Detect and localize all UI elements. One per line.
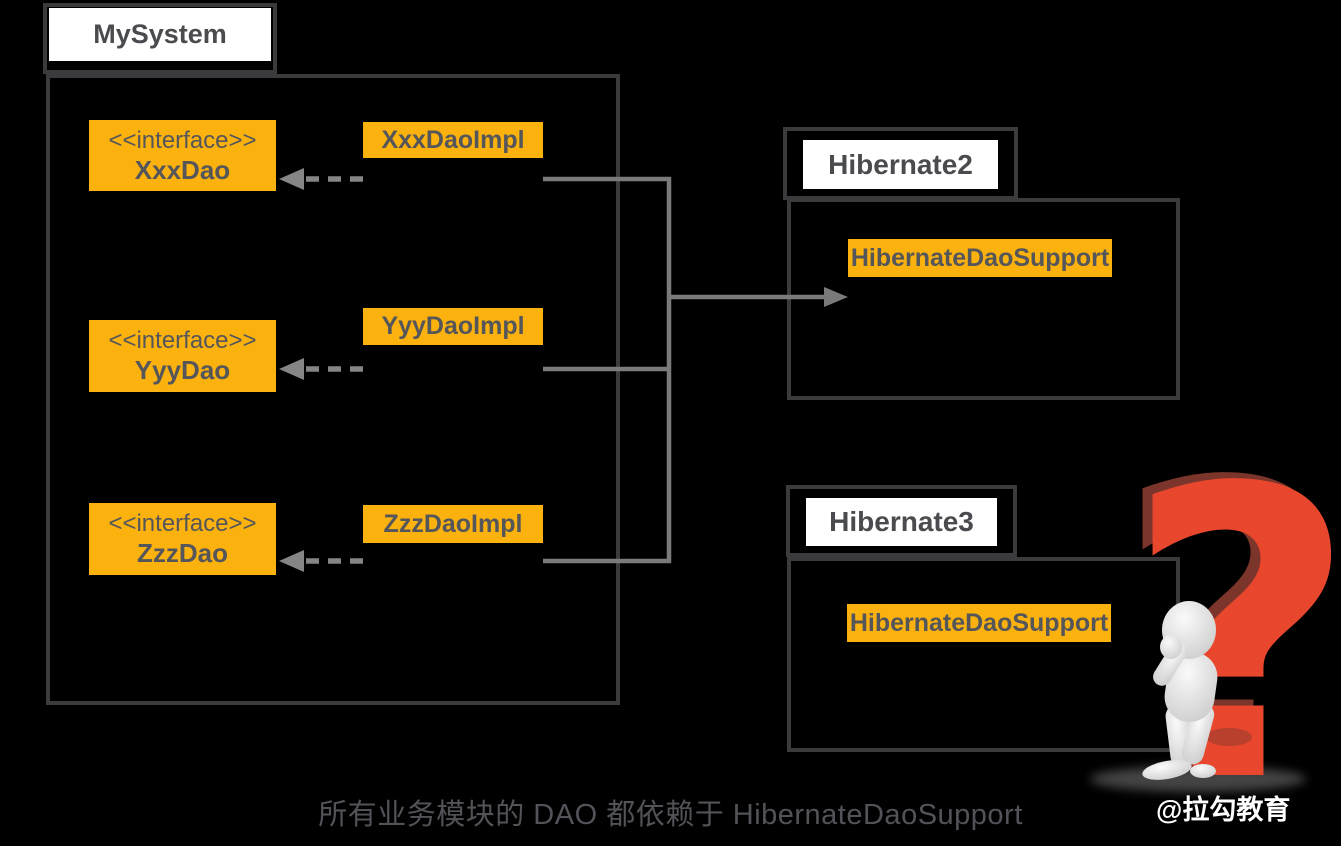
arrowhead-left-icon — [279, 550, 304, 572]
stereotype-label: <<interface>> — [108, 510, 257, 537]
arrowhead-left-icon — [279, 358, 304, 380]
question-dot-shading — [1206, 728, 1252, 746]
impl-box-zzzdaoimpl: ZzzDaoImpl — [363, 505, 543, 543]
caption: 所有业务模块的 DAO 都依赖于 HibernateDaoSupport — [318, 799, 1023, 831]
dashed-dependency-lines — [306, 176, 363, 564]
figure-leg — [1181, 703, 1215, 765]
package-label-hibernate3: Hibernate3 — [806, 498, 997, 546]
stereotype-label: <<interface>> — [108, 327, 257, 354]
figure-hand — [1160, 635, 1182, 659]
dashed-arrowheads — [279, 168, 304, 572]
question-figure-illustration: ? ? — [1090, 448, 1340, 838]
package-tab-mysystem: MySystem — [43, 3, 277, 74]
stereotype-label: <<interface>> — [108, 126, 257, 154]
figure-foot — [1190, 764, 1216, 778]
figure-foot — [1142, 760, 1192, 780]
solid-connector-lines — [543, 176, 828, 564]
interface-name: XxxDao — [134, 154, 231, 185]
arrowhead-right-icon — [824, 287, 848, 307]
figure-torso — [1164, 652, 1218, 722]
watermark: @拉勾教育 — [1156, 795, 1291, 825]
impl-box-xxxdaoimpl: XxxDaoImpl — [363, 122, 543, 158]
impl-box-yyydaoimpl: YyyDaoImpl — [363, 308, 543, 345]
interface-name: YyyDao — [134, 355, 231, 385]
package-tab-hibernate2: Hibernate2 — [783, 127, 1018, 200]
package-label-mysystem: MySystem — [49, 8, 271, 61]
interface-box-xxxdao: <<interface>> XxxDao — [89, 120, 276, 191]
interface-name: ZzzDao — [137, 538, 228, 568]
thinking-person-icon — [1142, 601, 1218, 780]
class-box-hibernatedaosupport-h2: HibernateDaoSupport — [848, 239, 1112, 277]
interface-box-yyydao: <<interface>> YyyDao — [89, 320, 276, 392]
package-body-mysystem — [46, 74, 620, 705]
package-tab-hibernate3: Hibernate3 — [786, 485, 1017, 557]
package-label-hibernate2: Hibernate2 — [803, 140, 998, 189]
question-mark-icon: ? ? — [1115, 448, 1340, 838]
interface-box-zzzdao: <<interface>> ZzzDao — [89, 503, 276, 575]
class-box-hibernatedaosupport-h3: HibernateDaoSupport — [847, 604, 1111, 642]
arrowhead-left-icon — [279, 168, 304, 190]
